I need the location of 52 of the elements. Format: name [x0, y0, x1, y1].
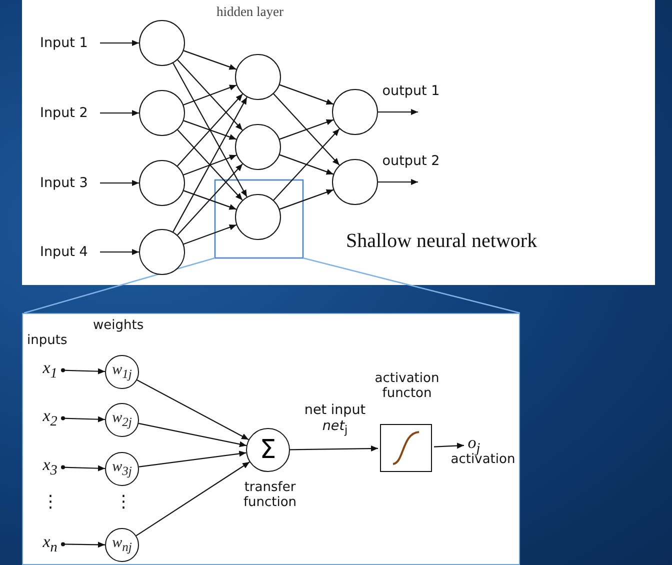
- arrow: [61, 465, 106, 472]
- arrow: [177, 60, 243, 130]
- arrow: [183, 84, 237, 106]
- node-label: activation functon: [374, 372, 440, 402]
- column-heading: inputs: [27, 333, 68, 348]
- arrow: [177, 164, 243, 236]
- arrow: [184, 50, 236, 70]
- arrow: [378, 179, 418, 185]
- arrow: [183, 224, 237, 245]
- input-label: Input 2: [40, 104, 98, 122]
- arrow: [172, 62, 248, 198]
- variable-label: x$_{1}$: [40, 358, 60, 382]
- node-label: transfer function: [242, 481, 298, 511]
- arrow: [61, 368, 106, 374]
- arrow: [172, 96, 248, 232]
- arrow: [273, 94, 340, 166]
- arrow: [138, 422, 247, 448]
- arrow: [136, 380, 249, 440]
- arrow: [177, 130, 243, 200]
- arrow: [100, 110, 139, 116]
- arrow: [61, 416, 106, 422]
- arrow: [279, 119, 334, 140]
- arrow: [279, 189, 334, 210]
- arrow: [378, 109, 418, 115]
- arrow: [138, 450, 246, 468]
- input-label: Input 4: [40, 243, 98, 261]
- arrow: [100, 180, 139, 186]
- arrow: [100, 249, 139, 255]
- variable-label: x$_{3}$: [40, 455, 60, 479]
- variable-label: x$_{2}$: [40, 406, 60, 430]
- input-label: Input 1: [40, 34, 98, 52]
- arrow: [184, 120, 236, 140]
- arrow: [61, 542, 105, 548]
- arrow: [183, 154, 237, 176]
- arrow: [136, 462, 250, 536]
- column-heading: weights: [93, 318, 145, 333]
- arrow: [100, 40, 139, 46]
- activation-function-box: [380, 424, 432, 472]
- layer-heading: hidden layer: [215, 4, 285, 20]
- arrow: [177, 94, 243, 166]
- arrow: [434, 442, 464, 449]
- ellipsis: ⋮: [42, 492, 56, 512]
- node-label: activation: [450, 453, 516, 468]
- variable-label: x$_{n}$: [40, 532, 60, 556]
- network-label: Shallow neural network: [346, 230, 538, 253]
- ellipsis: ⋮: [115, 492, 129, 512]
- input-label: Input 3: [40, 174, 98, 192]
- arrow: [279, 84, 334, 105]
- arrow: [184, 190, 236, 210]
- arrow: [279, 154, 334, 175]
- arrow: [290, 446, 378, 452]
- arrow: [273, 128, 340, 200]
